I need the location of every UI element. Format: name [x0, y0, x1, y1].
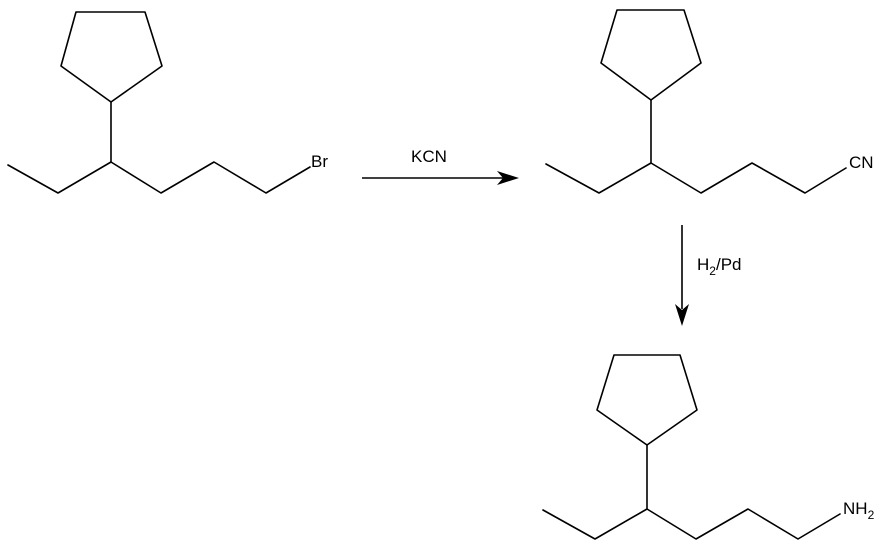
starting-material: Br	[7, 11, 328, 194]
reaction-arrow-kcn: KCN	[362, 147, 519, 185]
amine-product: NH2	[542, 354, 875, 540]
bromine-label: Br	[311, 152, 328, 171]
cyclopentane-ring	[60, 11, 163, 103]
amine-subscript: 2	[868, 508, 875, 522]
reagent-catalyst: /Pd	[716, 255, 742, 274]
arrow-head-icon	[497, 171, 519, 185]
reaction-arrow-h2-pd: H2/Pd	[675, 225, 742, 326]
cyclopentane-ring	[596, 354, 698, 446]
amine-label: NH2	[843, 499, 875, 522]
carbon-chain	[545, 162, 847, 194]
reagent-kcn: KCN	[411, 147, 447, 166]
reagent-h-subscript: 2	[709, 264, 716, 278]
nitrile-label: CN	[849, 153, 874, 172]
arrow-head-icon	[675, 304, 689, 326]
reagent-h2-pd: H2/Pd	[697, 255, 742, 278]
nitrile-intermediate: CN	[545, 9, 874, 194]
cyclopentane-ring	[600, 9, 702, 101]
carbon-chain	[7, 161, 311, 194]
amine-nh: NH	[843, 499, 868, 518]
reagent-h: H	[697, 255, 709, 274]
carbon-chain	[542, 508, 841, 540]
